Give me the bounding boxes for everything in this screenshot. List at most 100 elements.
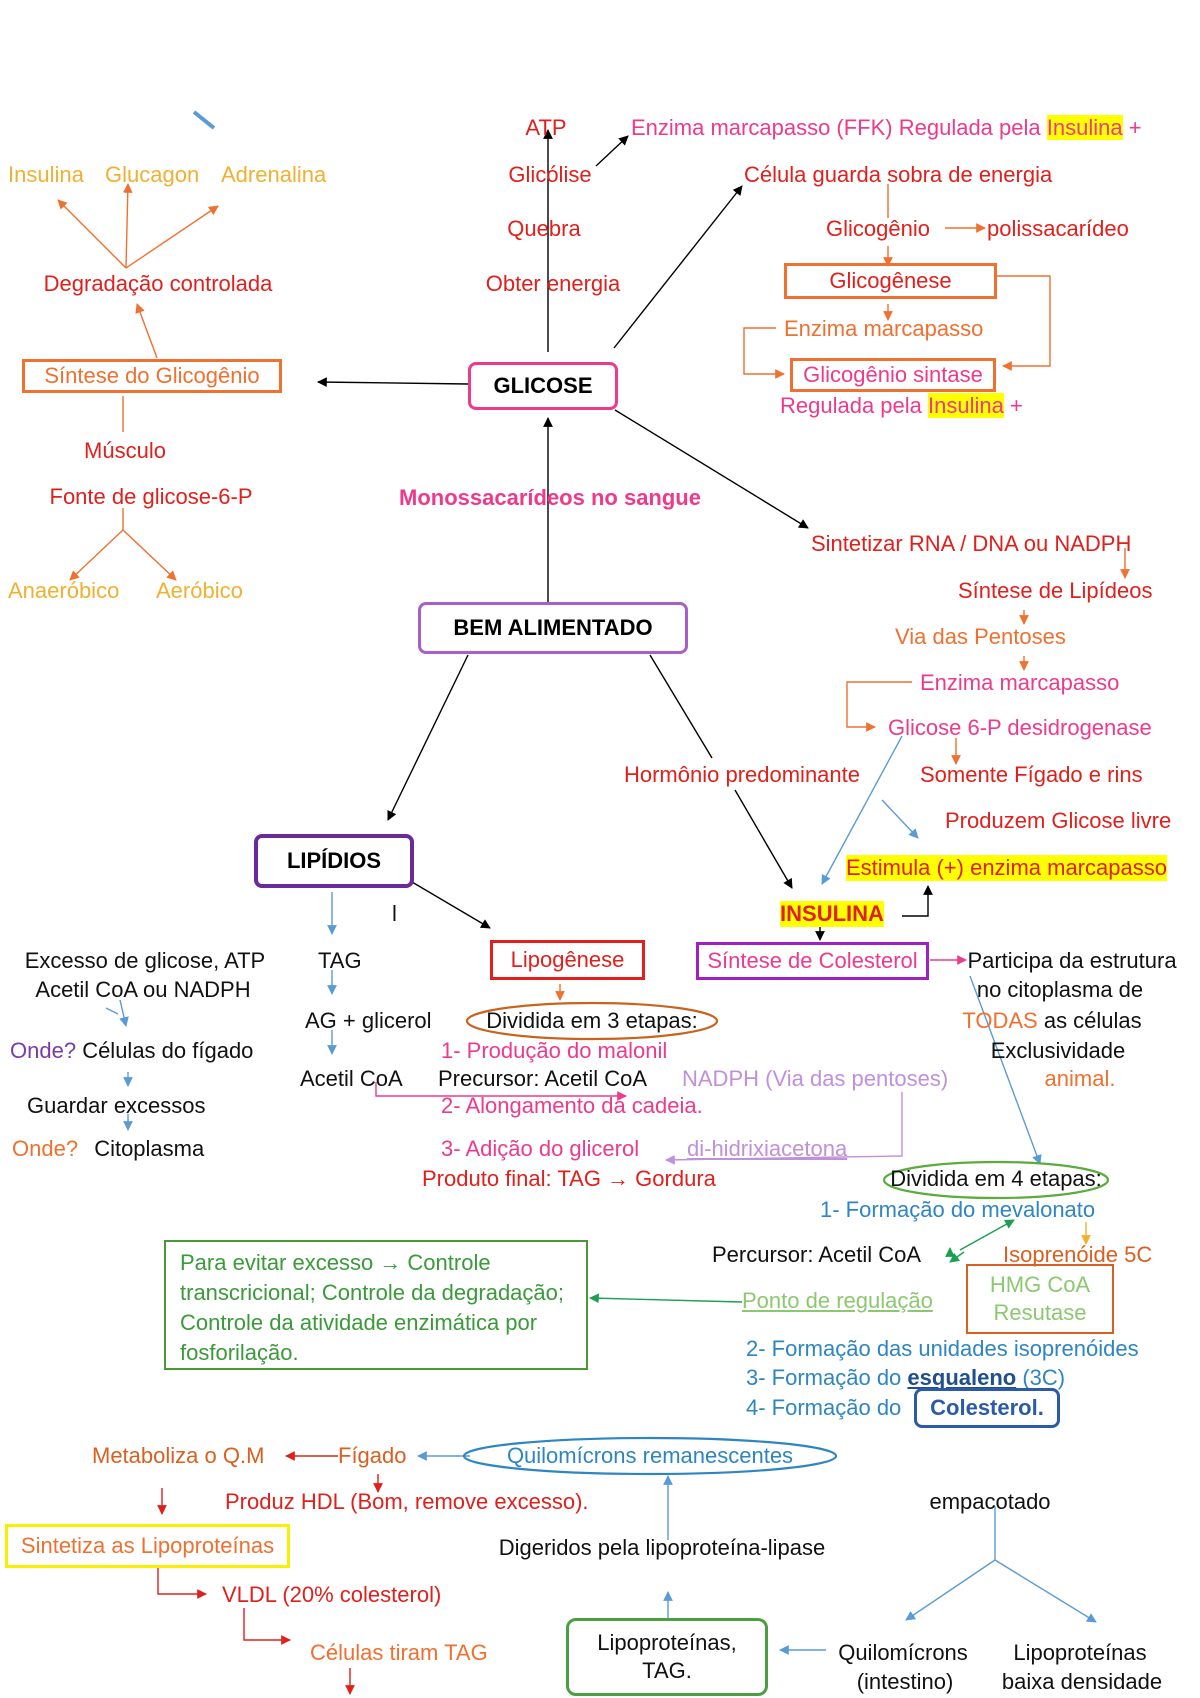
- digeridos-label: Digeridos pela lipoproteína-lipase: [498, 1535, 826, 1560]
- colesterol-label: Colesterol.: [930, 1395, 1044, 1420]
- lipoproteinas-tag-box[interactable]: Lipoproteínas, TAG.: [566, 1618, 768, 1696]
- obter-energia-label: Obter energia: [485, 271, 621, 296]
- regulada-insulina: Insulina: [928, 393, 1004, 418]
- quilomicrons-line1: Quilomícrons: [838, 1640, 968, 1665]
- sintese-glicogenio-box[interactable]: Síntese do Glicogênio: [22, 359, 282, 393]
- onde-citoplasma: Onde? Citoplasma: [12, 1136, 204, 1162]
- lipogenese-step2: 2- Alongamento da cadeia.: [441, 1093, 703, 1118]
- glicogenese-label: Glicogênese: [829, 268, 952, 293]
- hmg-line2: Resutase: [993, 1300, 1087, 1325]
- participa-line2: no citoplasma de: [976, 977, 1144, 1002]
- somente-figado-label: Somente Fígado e rins: [920, 762, 1143, 787]
- quilomicrons-remanescentes-label: Quilomícrons remanescentes: [506, 1443, 794, 1468]
- lipo-tag-line2: TAG.: [642, 1658, 692, 1683]
- figado-label: Fígado: [338, 1443, 407, 1468]
- precursor-acetil-label: Precursor: Acetil CoA: [438, 1066, 648, 1091]
- di-hidroxiacetona-label: di-hidrixiacetona: [687, 1136, 848, 1161]
- hormonio-label: Hormônio predominante: [623, 762, 861, 787]
- nadph-pentoses-label: NADPH (Via das pentoses): [682, 1066, 949, 1091]
- evitar-excesso-text: Para evitar excesso → Controle transcric…: [180, 1250, 565, 1365]
- lipo-tag-line1: Lipoproteínas,: [597, 1630, 737, 1655]
- ffk-text: Enzima marcapasso (FFK) Regulada pela: [631, 115, 1047, 140]
- celula-guarda-label: Célula guarda sobra de energia: [744, 162, 1053, 187]
- anaerobico-label: Anaeróbico: [8, 578, 120, 603]
- as-celulas-word: as células: [1037, 1008, 1142, 1033]
- musculo-label: Músculo: [84, 438, 166, 463]
- produz-hdl-label: Produz HDL (Bom, remove excesso).: [225, 1489, 589, 1514]
- quilomicrons-line2: (intestino): [856, 1669, 954, 1694]
- bem-alimentado-node[interactable]: BEM ALIMENTADO: [418, 602, 688, 654]
- sintetizar-rna-label: Sintetizar RNA / DNA ou NADPH: [811, 531, 1132, 556]
- onde-a2: Citoplasma: [94, 1136, 205, 1161]
- adrenalina-hormone: Adrenalina: [221, 162, 327, 187]
- sintetiza-lipoproteinas-box[interactable]: Sintetiza as Lipoproteínas: [5, 1524, 290, 1568]
- celulas-tiram-label: Células tiram TAG: [310, 1640, 488, 1665]
- glicose-node[interactable]: GLICOSE: [468, 362, 618, 410]
- hmg-coa-box[interactable]: HMG CoA Resutase: [966, 1264, 1114, 1334]
- sintese-colesterol-box[interactable]: Síntese de Colesterol: [696, 942, 929, 980]
- fonte-glicose-label: Fonte de glicose-6-P: [49, 484, 253, 509]
- hmg-line1: HMG CoA: [989, 1272, 1091, 1297]
- lipidios-node[interactable]: LIPÍDIOS: [254, 834, 414, 888]
- colesterol-step2: 2- Formação das unidades isoprenóides: [746, 1336, 1139, 1361]
- colesterol-step3: 3- Formação do esqualeno (3C): [746, 1365, 1065, 1391]
- dividida-3-label: Dividida em 3 etapas:: [486, 1008, 698, 1033]
- ag-glicerol-label: AG + glicerol: [305, 1008, 432, 1033]
- glicose-label: GLICOSE: [493, 373, 593, 398]
- acetil-coa-label: Acetil CoA: [300, 1066, 403, 1091]
- guardar-label: Guardar excessos: [27, 1093, 206, 1118]
- ponto-regulacao-label: Ponto de regulação: [742, 1288, 933, 1313]
- enzima-marcapasso-pentoses: Enzima marcapasso: [920, 670, 1120, 695]
- separator-bar: l: [392, 901, 397, 926]
- lipogenese-step3: 3- Adição do glicerol: [441, 1136, 640, 1161]
- polissacarideo-label: polissacarídeo: [987, 216, 1129, 241]
- lipogenese-label: Lipogênese: [510, 947, 625, 972]
- dividida-4-label: Dividida em 4 etapas:: [890, 1166, 1102, 1191]
- glicolise-label: Glicólise: [508, 162, 592, 187]
- baixa-densidade-line1: Lipoproteínas: [1013, 1640, 1147, 1665]
- bem-alimentado-label: BEM ALIMENTADO: [453, 615, 653, 640]
- todas-celulas-line: TODAS as células: [962, 1008, 1141, 1034]
- sintese-lipideos-label: Síntese de Lipídeos: [958, 578, 1153, 603]
- step3-esqualeno: esqualeno: [907, 1365, 1017, 1390]
- animal-label: animal.: [1044, 1066, 1116, 1091]
- colesterol-node[interactable]: Colesterol.: [914, 1388, 1060, 1428]
- step3-text: 3- Formação do: [746, 1365, 908, 1390]
- ffk-enzima-label: Enzima marcapasso (FFK) Regulada pela In…: [631, 115, 1142, 141]
- aerobico-label: Aeróbico: [156, 578, 243, 603]
- glicogenese-box[interactable]: Glicogênese: [784, 263, 997, 299]
- glicogenio-sintase-box[interactable]: Glicogênio sintase: [790, 358, 996, 392]
- glucagon-hormone: Glucagon: [105, 162, 200, 187]
- step3-post: (3C): [1016, 1365, 1066, 1390]
- isoprenoide-label: Isoprenóide 5C: [1003, 1242, 1153, 1267]
- glicogenio-label: Glicogênio: [826, 216, 930, 241]
- g6pd-label: Glicose 6-P desidrogenase: [888, 715, 1152, 740]
- enzima-marcapasso-label: Enzima marcapasso: [784, 316, 984, 341]
- percursor-acetil-label: Percursor: Acetil CoA: [712, 1242, 922, 1267]
- lipogenese-step1: 1- Produção do malonil: [441, 1038, 668, 1063]
- insulina-node[interactable]: INSULINA: [780, 901, 884, 927]
- estimula-label: Estimula (+) enzima marcapasso: [846, 855, 1167, 881]
- exclusividade-label: Exclusividade: [990, 1038, 1126, 1063]
- excesso-line1: Excesso de glicose, ATP: [24, 948, 266, 973]
- todas-word: TODAS: [962, 1008, 1038, 1033]
- colesterol-step4: 4- Formação do: [746, 1395, 902, 1420]
- ffk-plus: +: [1122, 115, 1142, 140]
- degradacao-label: Degradação controlada: [43, 271, 273, 296]
- sintese-glicogenio-label: Síntese do Glicogênio: [44, 363, 260, 388]
- lipidios-label: LIPÍDIOS: [286, 848, 382, 873]
- via-pentoses-label: Via das Pentoses: [895, 624, 1066, 649]
- lipogenese-steps-ellipse: [465, 1001, 719, 1041]
- lipogenese-box[interactable]: Lipogênese: [490, 940, 645, 980]
- tag-label: TAG: [318, 948, 362, 973]
- quebra-label: Quebra: [507, 216, 581, 241]
- excesso-line2: Acetil CoA ou NADPH: [35, 977, 251, 1002]
- colesterol-steps-ellipse: [882, 1160, 1110, 1200]
- regulada-plus: +: [1003, 393, 1023, 418]
- onde-q1: Onde?: [10, 1038, 77, 1063]
- baixa-densidade-line2: baixa densidade: [1001, 1669, 1163, 1694]
- onde-celulas: Onde? Células do fígado: [10, 1038, 253, 1064]
- evitar-excesso-box: Para evitar excesso → Controle transcric…: [164, 1240, 588, 1370]
- empacotado-label: empacotado: [929, 1489, 1051, 1514]
